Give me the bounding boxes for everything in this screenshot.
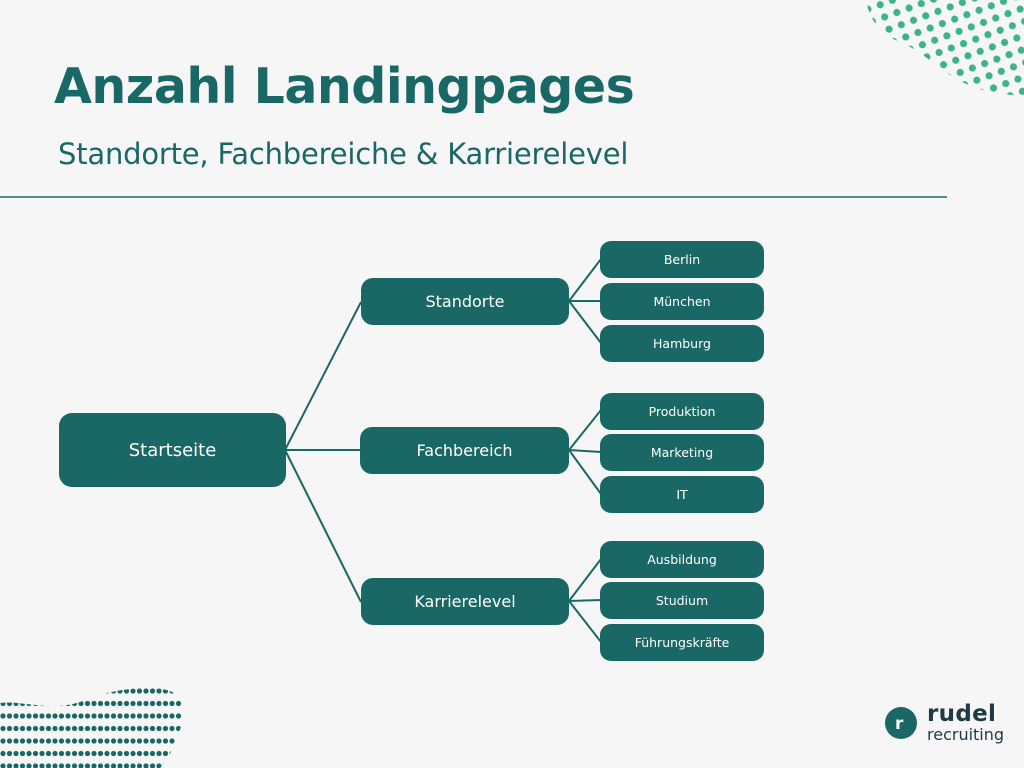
node-label: Fachbereich bbox=[416, 441, 513, 460]
node-label: Startseite bbox=[128, 439, 217, 461]
node-hamburg[interactable]: Hamburg bbox=[600, 325, 764, 362]
node-fuehrungskraefte[interactable]: Führungskräfte bbox=[600, 624, 764, 661]
node-label: Marketing bbox=[650, 445, 714, 460]
node-marketing[interactable]: Marketing bbox=[600, 434, 764, 471]
page-subtitle: Standorte, Fachbereiche & Karrierelevel bbox=[58, 137, 629, 171]
node-produktion[interactable]: Produktion bbox=[600, 393, 764, 430]
header-divider bbox=[0, 196, 947, 198]
node-startseite[interactable]: Startseite bbox=[59, 413, 286, 487]
node-label: Führungskräfte bbox=[634, 635, 730, 650]
node-label: IT bbox=[676, 487, 688, 502]
node-label: Produktion bbox=[648, 404, 716, 419]
node-muenchen[interactable]: München bbox=[600, 283, 764, 320]
node-karrierelevel[interactable]: Karrierelevel bbox=[361, 578, 569, 625]
rudel-recruiting-logo: r rudel recruiting bbox=[885, 703, 1004, 743]
logo-word-recruiting: recruiting bbox=[927, 725, 1005, 744]
logo-mark-icon: r bbox=[885, 707, 917, 739]
node-it[interactable]: IT bbox=[600, 476, 764, 513]
logo-word-rudel: rudel bbox=[927, 701, 997, 727]
node-label: Hamburg bbox=[653, 336, 711, 351]
node-label: Karrierelevel bbox=[414, 592, 516, 611]
node-label: Ausbildung bbox=[647, 552, 717, 567]
page-title: Anzahl Landingpages bbox=[54, 58, 635, 115]
node-fachbereich[interactable]: Fachbereich bbox=[360, 427, 569, 474]
node-standorte[interactable]: Standorte bbox=[361, 278, 569, 325]
node-label: Studium bbox=[655, 593, 709, 608]
node-label: Berlin bbox=[663, 252, 701, 267]
node-berlin[interactable]: Berlin bbox=[600, 241, 764, 278]
node-label: Standorte bbox=[425, 292, 505, 311]
node-ausbildung[interactable]: Ausbildung bbox=[600, 541, 764, 578]
node-label: München bbox=[653, 294, 711, 309]
node-studium[interactable]: Studium bbox=[600, 582, 764, 619]
